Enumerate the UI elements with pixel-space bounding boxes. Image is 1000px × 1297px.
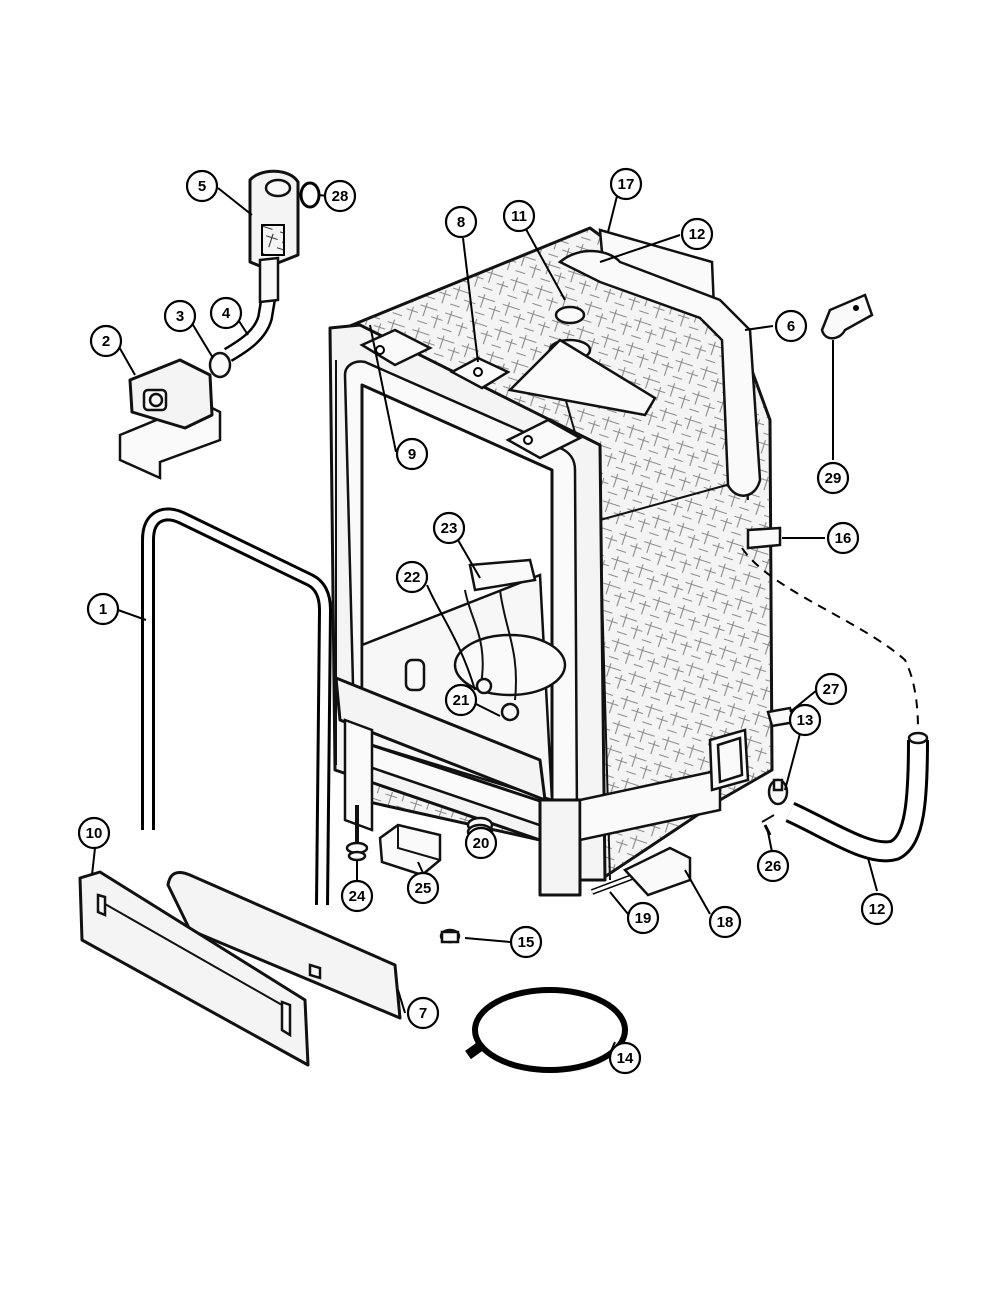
callout-9-label: 9 — [408, 446, 416, 463]
callout-16-label: 16 — [835, 530, 852, 547]
callout-17: 17 — [609, 167, 643, 201]
callout-20-label: 20 — [473, 835, 490, 852]
callout-14: 14 — [608, 1041, 642, 1075]
tub-lower-panel — [334, 676, 722, 897]
door-gasket — [141, 507, 333, 906]
callout-23: 23 — [432, 511, 466, 545]
toe-kick-panel-7 — [166, 871, 402, 1020]
callout-4-label: 4 — [222, 305, 231, 322]
callout-28: 28 — [323, 179, 357, 213]
callout-12-bottom-label: 12 — [869, 901, 886, 918]
callout-8-label: 8 — [457, 214, 465, 231]
callout-5-label: 5 — [198, 178, 206, 195]
callout-3: 3 — [163, 299, 197, 333]
callout-22: 22 — [395, 560, 429, 594]
hose-clamp-13 — [767, 778, 789, 806]
leveling-leg-24 — [345, 805, 369, 862]
leader-lines — [91, 187, 878, 1059]
tub-top-fittings — [507, 228, 762, 497]
hinge-right — [505, 418, 583, 460]
fill-funnel-5 — [248, 169, 300, 304]
callout-10: 10 — [77, 816, 111, 850]
clip-29 — [820, 293, 874, 340]
callout-12-bottom: 12 — [860, 892, 894, 926]
callout-8: 8 — [444, 205, 478, 239]
callout-14-label: 14 — [617, 1050, 634, 1067]
callout-22-label: 22 — [404, 569, 421, 586]
callout-21: 21 — [444, 683, 478, 717]
callout-21-label: 21 — [453, 692, 470, 709]
callout-7: 7 — [406, 996, 440, 1030]
callout-23-label: 23 — [441, 520, 458, 537]
drain-opening — [708, 728, 750, 792]
callouts: 1 2 3 4 5 28 8 11 17 12 6 29 9 16 23 22 … — [77, 167, 894, 1075]
callout-1-label: 1 — [99, 601, 107, 618]
callout-11: 11 — [502, 199, 536, 233]
callout-29: 29 — [816, 461, 850, 495]
callout-25: 25 — [406, 871, 440, 905]
callout-12-top: 12 — [680, 217, 714, 251]
drain-hose — [785, 731, 929, 863]
hose-clamp-3 — [208, 351, 232, 379]
hinge-left — [359, 328, 433, 367]
bracket-18 — [622, 846, 692, 897]
callout-4: 4 — [209, 296, 243, 330]
callout-6: 6 — [774, 309, 808, 343]
callout-19: 19 — [626, 901, 660, 935]
callout-27-label: 27 — [823, 681, 840, 698]
callout-1: 1 — [86, 592, 120, 626]
callout-2: 2 — [89, 324, 123, 358]
fill-hose-4 — [223, 298, 276, 362]
access-panel-10 — [78, 870, 310, 1067]
callout-24: 24 — [340, 879, 374, 913]
callout-29-label: 29 — [825, 470, 842, 487]
callout-18: 18 — [708, 905, 742, 939]
callout-11-label: 11 — [511, 208, 527, 225]
switch-15 — [439, 928, 461, 944]
callout-12-top-label: 12 — [689, 226, 706, 243]
callout-25-label: 25 — [415, 880, 432, 897]
callout-6-label: 6 — [787, 318, 795, 335]
callout-13-label: 13 — [797, 712, 814, 729]
callout-26-label: 26 — [765, 858, 782, 875]
callout-15: 15 — [509, 925, 543, 959]
callout-15-label: 15 — [518, 934, 535, 951]
callout-10-label: 10 — [86, 825, 103, 842]
callout-18-label: 18 — [717, 914, 734, 931]
callout-17-label: 17 — [618, 176, 635, 193]
side-bracket-16 — [746, 526, 782, 550]
callout-28-label: 28 — [332, 188, 349, 205]
callout-20: 20 — [464, 826, 498, 860]
callout-3-label: 3 — [176, 308, 184, 325]
o-ring-28 — [299, 181, 321, 209]
callout-16: 16 — [826, 521, 860, 555]
callout-19-label: 19 — [635, 910, 652, 927]
callout-13: 13 — [788, 703, 822, 737]
callout-7-label: 7 — [419, 1005, 427, 1022]
water-inlet-valve — [118, 358, 222, 480]
callout-9: 9 — [395, 437, 429, 471]
callout-26: 26 — [756, 849, 790, 883]
callout-2-label: 2 — [102, 333, 110, 350]
drain-hose-route — [741, 547, 919, 731]
callout-27: 27 — [814, 672, 848, 706]
callout-24-label: 24 — [349, 888, 366, 905]
bracket-25 — [378, 823, 442, 877]
callout-5: 5 — [185, 169, 219, 203]
top-bracket-8 — [449, 356, 511, 390]
heater-ring-14 — [465, 987, 628, 1073]
